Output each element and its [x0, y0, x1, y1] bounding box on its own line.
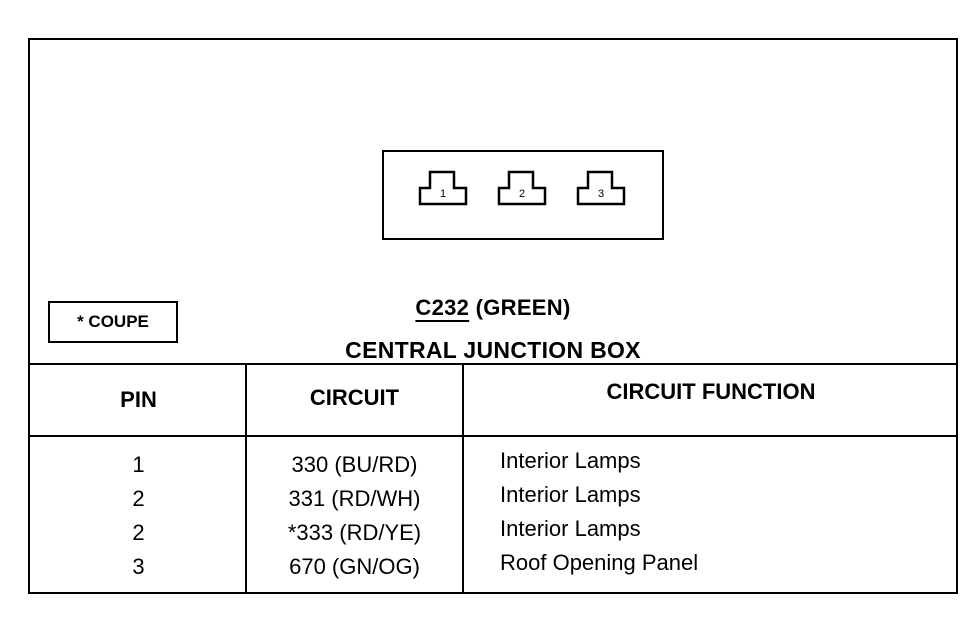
pin-2-number: 2: [519, 188, 525, 200]
connector-code: C232: [415, 295, 470, 320]
connector-diagram-frame: 1 2 3 C232 (GREEN) CENTRAL JUNCTION BOX …: [28, 38, 958, 594]
table-row-pin: 2: [132, 486, 145, 511]
table-row-function: Roof Opening Panel: [500, 550, 699, 575]
pin-3-number: 3: [598, 188, 604, 200]
table-row-function: Interior Lamps: [500, 516, 641, 541]
table-row-pin: 2: [132, 520, 145, 545]
header-pin: PIN: [120, 387, 157, 412]
table-top-rule: [30, 363, 956, 365]
pin-column: 1 2 2 3: [30, 448, 247, 584]
table-row-circuit: 330 (BU/RD): [291, 452, 418, 477]
table-header-rule: [30, 435, 956, 437]
pin-1-terminal: 1: [418, 170, 468, 206]
function-column: Interior Lamps Interior Lamps Interior L…: [500, 444, 940, 580]
table-row-circuit: 670 (GN/OG): [289, 554, 420, 579]
coupe-legend-box: * COUPE: [48, 301, 178, 343]
connector-title: C232 (GREEN): [30, 295, 956, 321]
pin-1-number: 1: [440, 188, 446, 200]
circuit-column: 330 (BU/RD) 331 (RD/WH) *333 (RD/YE) 670…: [247, 448, 462, 584]
header-circuit: CIRCUIT: [309, 385, 400, 410]
connector-color: (GREEN): [475, 295, 571, 320]
table-row-pin: 3: [132, 554, 145, 579]
pin-3-terminal: 3: [576, 170, 626, 206]
table-row-function: Interior Lamps: [500, 482, 641, 507]
header-circuit-function: CIRCUIT FUNCTION: [606, 379, 816, 404]
connector-location: CENTRAL JUNCTION BOX: [345, 337, 641, 363]
pin-2-terminal: 2: [497, 170, 547, 206]
table-row-pin: 1: [132, 452, 145, 477]
table-row-function: Interior Lamps: [500, 448, 641, 473]
pin-column-divider: [245, 363, 247, 592]
table-row-circuit: *333 (RD/YE): [287, 520, 422, 545]
table-row-circuit: 331 (RD/WH): [288, 486, 421, 511]
connector-face: 1 2 3: [382, 150, 664, 240]
circuit-column-divider: [462, 363, 464, 592]
